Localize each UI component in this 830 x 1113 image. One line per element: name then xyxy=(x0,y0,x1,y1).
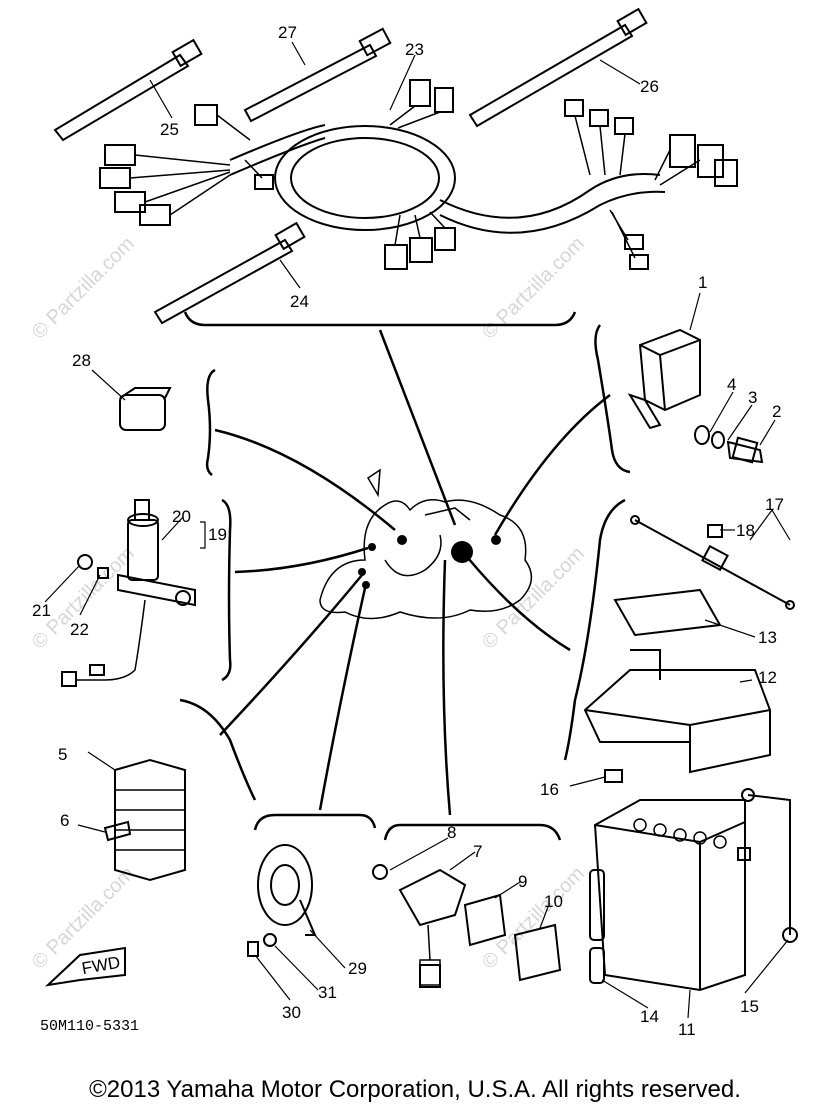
bracket-battery xyxy=(563,498,626,761)
callout-20: 20 xyxy=(172,507,191,526)
callout-15: 15 xyxy=(740,997,759,1016)
callout-numbers: 1 2 3 4 5 6 7 8 9 10 11 12 13 14 15 16 1… xyxy=(32,23,784,1039)
bracket-harness xyxy=(183,311,577,327)
watermark: © Partzilla.com xyxy=(28,233,139,344)
callout-19: 19 xyxy=(208,525,227,544)
battery-11 xyxy=(593,799,751,992)
callout-17: 17 xyxy=(765,495,784,514)
breather-pipe-14 xyxy=(589,869,605,984)
bracket-horn-switch xyxy=(205,368,216,477)
battery-cable-15 xyxy=(741,788,798,943)
callout-29: 29 xyxy=(348,959,367,978)
callout-11: 11 xyxy=(678,1020,696,1039)
rectifier-5 xyxy=(114,758,186,882)
watermark: © Partzilla.com xyxy=(478,233,589,344)
relay-9 xyxy=(463,893,507,947)
horn-29 xyxy=(257,844,317,936)
bracket-horn xyxy=(253,813,377,831)
callout-31: 31 xyxy=(318,983,337,1002)
callout-1: 1 xyxy=(698,273,707,292)
main-switch-19 xyxy=(61,499,196,687)
callout-27: 27 xyxy=(278,23,297,42)
callout-7: 7 xyxy=(473,842,482,861)
cable-tie-27 xyxy=(243,27,392,123)
bracket-starter-relay xyxy=(383,823,562,841)
callout-5: 5 xyxy=(58,745,67,764)
watermark: © Partzilla.com xyxy=(478,863,589,974)
washer-bolt-30-31 xyxy=(247,933,277,957)
callout-30: 30 xyxy=(282,1003,301,1022)
callout-2: 2 xyxy=(772,402,781,421)
watermark: © Partzilla.com xyxy=(478,543,589,654)
frame-mount-dot xyxy=(358,568,366,576)
callout-23: 23 xyxy=(405,40,424,59)
callout-12: 12 xyxy=(758,668,777,687)
frame-silhouette xyxy=(319,468,533,620)
relay-10 xyxy=(513,923,562,982)
starter-relay-7 xyxy=(372,864,467,988)
callout-8: 8 xyxy=(447,823,456,842)
callout-14: 14 xyxy=(640,1007,659,1026)
frame-mount-dot xyxy=(451,541,473,563)
cable-tie-24 xyxy=(153,221,306,325)
callout-10: 10 xyxy=(544,892,563,911)
callout-18: 18 xyxy=(736,521,755,540)
copyright-notice: ©2013 Yamaha Motor Corporation, U.S.A. A… xyxy=(89,1076,741,1103)
bracket-rectifier xyxy=(179,698,257,801)
cable-tie-25 xyxy=(53,38,203,142)
washers-bolt-2-4 xyxy=(694,425,764,464)
battery-cover-12 xyxy=(583,649,771,774)
frame-mount-dot xyxy=(362,581,370,589)
clamp-16 xyxy=(604,769,623,783)
frame-mount-dot xyxy=(491,535,501,545)
leader-lines xyxy=(214,329,611,816)
callout-leaders xyxy=(44,41,791,1019)
bracket-relay xyxy=(594,324,631,474)
callout-26: 26 xyxy=(640,77,659,96)
callout-21: 21 xyxy=(32,601,51,620)
callout-4: 4 xyxy=(727,375,736,394)
switch-28 xyxy=(119,387,172,431)
frame-mount-dot xyxy=(368,543,376,551)
fwd-label: FWD xyxy=(80,953,121,978)
frame-mount-dot xyxy=(397,535,407,545)
diagram-code: 50M110-5331 xyxy=(40,1018,139,1035)
callout-13: 13 xyxy=(758,628,777,647)
callout-9: 9 xyxy=(518,872,527,891)
callout-24: 24 xyxy=(290,292,309,311)
bracket-ignition xyxy=(221,498,232,682)
wire-harness xyxy=(99,79,738,270)
callout-16: 16 xyxy=(540,780,559,799)
callout-22: 22 xyxy=(70,620,89,639)
watermark: © Partzilla.com xyxy=(28,863,139,974)
cable-tie-26 xyxy=(468,7,648,128)
callout-28: 28 xyxy=(72,351,91,370)
callout-6: 6 xyxy=(60,811,69,830)
relay-unit-1 xyxy=(627,328,701,430)
bolt-6 xyxy=(103,820,132,842)
callout-25: 25 xyxy=(160,120,179,139)
fuse-holder-17 xyxy=(630,515,795,610)
battery-pad-13 xyxy=(613,588,722,637)
callout-3: 3 xyxy=(748,388,757,407)
